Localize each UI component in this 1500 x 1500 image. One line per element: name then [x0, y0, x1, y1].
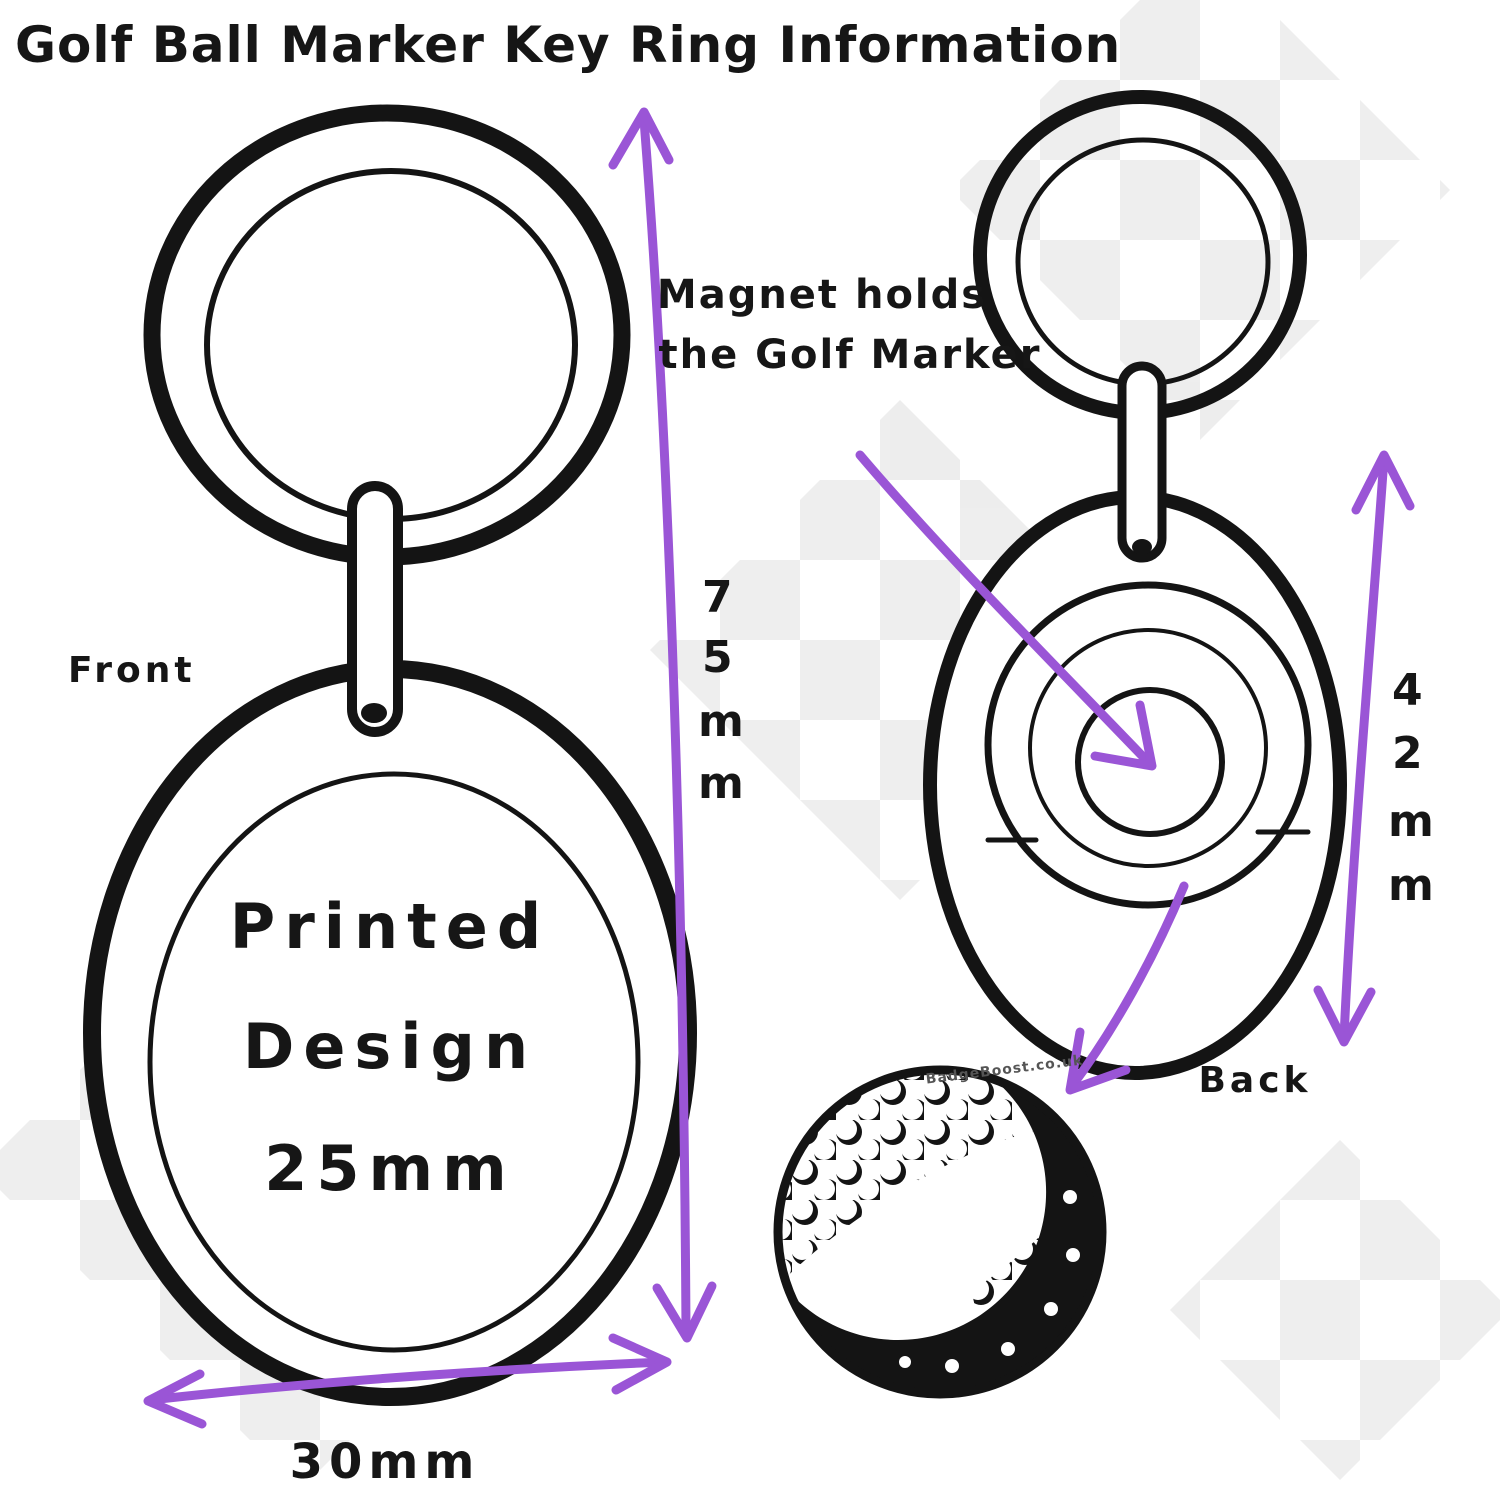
magnet-note-line-1: Magnet holds — [657, 272, 987, 318]
arrow-42mm-line — [1339, 453, 1389, 1043]
magnet-arrow-line — [855, 450, 1155, 769]
printed-design-line-1: Printed — [230, 890, 550, 963]
printed-design-line-2: Design — [243, 1010, 537, 1083]
golf-ball-pointer-arrow — [1065, 881, 1189, 1095]
golf-ball-illustration — [773, 1065, 1107, 1399]
page-title: Golf Ball Marker Key Ring Information — [15, 16, 1121, 74]
golf-ball-rim-dot — [1066, 1248, 1080, 1262]
ball-arrow-head — [1065, 1027, 1131, 1095]
arrow-30mm-head-left — [143, 1369, 207, 1429]
back-recess-middle-circle — [1028, 628, 1268, 868]
width-dimension-arrow-30mm — [143, 1333, 672, 1429]
magnet-arrow-head — [1090, 700, 1157, 771]
golf-ball-rim-dot — [1063, 1190, 1077, 1204]
arrow-75mm-head-bottom — [652, 1281, 717, 1343]
width-dimension-label: 30mm — [290, 1434, 481, 1490]
dim-42mm-char-4: m — [1388, 860, 1434, 911]
annotation-arrows-group — [143, 107, 1415, 1429]
back-connector-link — [1117, 361, 1167, 563]
printed-design-line-3: 25mm — [264, 1132, 516, 1205]
dim-42mm-char-3: m — [1388, 796, 1434, 847]
arrow-30mm-head-right — [608, 1333, 672, 1395]
front-printed-area-outline — [147, 771, 641, 1353]
front-label: Front — [68, 650, 196, 691]
golf-ball-outline — [773, 1065, 1107, 1399]
dim-42mm-char-2: 2 — [1392, 728, 1423, 779]
golf-ball-texture — [778, 1070, 1102, 1394]
front-split-ring-inner — [204, 168, 578, 522]
arrow-75mm-line — [639, 115, 691, 1335]
arrow-75mm-head-top — [608, 107, 674, 170]
dim-75mm-char-1: 7 — [702, 572, 733, 623]
front-link-hole — [361, 703, 387, 723]
height-dimension-arrow-75mm — [608, 107, 717, 1343]
watermark-diamond-bottom-right — [1170, 1140, 1500, 1480]
golf-ball-rim-dot — [899, 1356, 911, 1368]
magnet-note-line-2: the Golf Marker — [659, 332, 1042, 378]
dim-75mm-char-3: m — [698, 696, 744, 747]
magnet-pointer-arrow — [855, 450, 1157, 771]
front-keyring-drawing — [83, 104, 697, 1406]
golf-ball-rim-dot — [1044, 1302, 1058, 1316]
height-dimension-arrow-42mm — [1313, 450, 1415, 1047]
line-art-group — [83, 90, 1347, 1406]
dim-75mm-char-4: m — [698, 758, 744, 809]
arrow-30mm-line — [145, 1357, 670, 1405]
front-connector-link — [347, 481, 403, 737]
back-label: Back — [1198, 1060, 1311, 1101]
arrow-42mm-head-bottom — [1313, 985, 1376, 1047]
arrow-42mm-head-top — [1351, 450, 1415, 515]
golf-ball-rim-dot — [945, 1359, 959, 1373]
back-recess-outer-circle — [984, 581, 1312, 909]
golf-ball-rim-dot — [1001, 1342, 1015, 1356]
ball-arrow-line — [1067, 881, 1189, 1091]
dim-75mm-char-2: 5 — [702, 632, 733, 683]
back-link-hole — [1132, 539, 1152, 555]
dim-42mm-char-1: 4 — [1392, 665, 1423, 716]
golf-ball-shadow-crescent — [778, 1070, 1099, 1390]
